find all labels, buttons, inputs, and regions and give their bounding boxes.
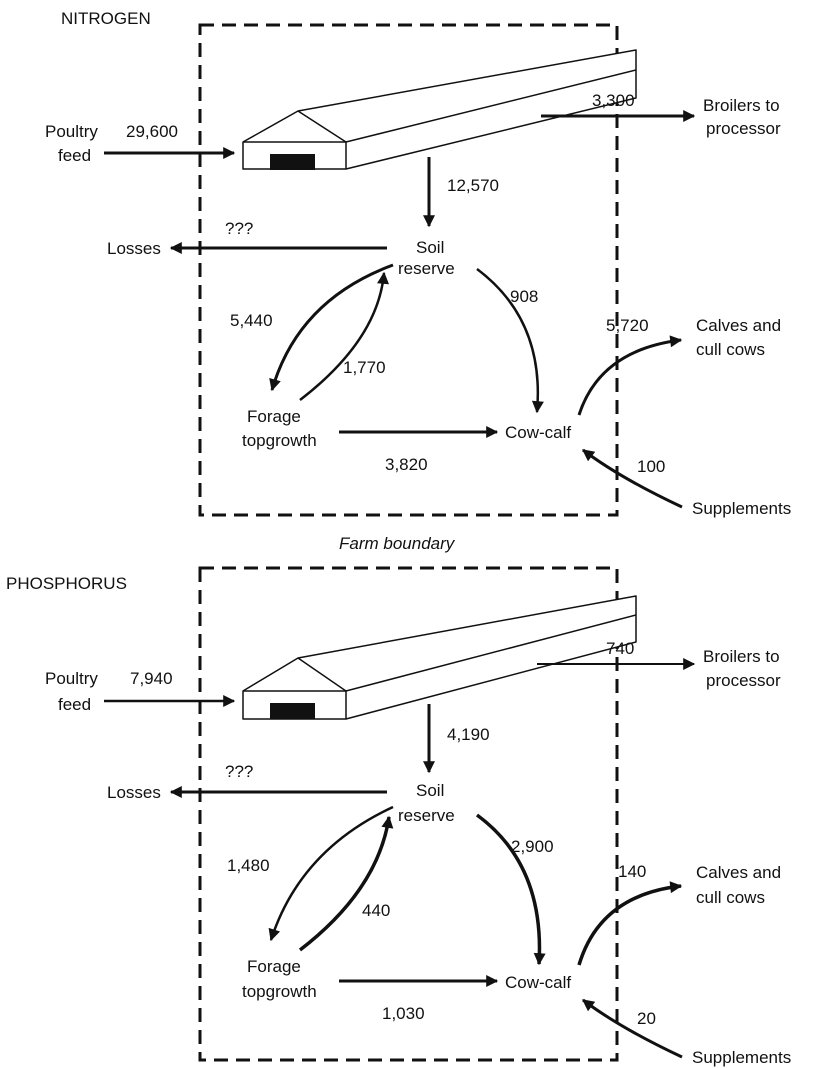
arrow-soil-to-forage xyxy=(268,805,394,942)
forage-label-line2: topgrowth xyxy=(242,982,317,1001)
calves-value: 140 xyxy=(618,862,646,881)
losses-label: Losses xyxy=(107,783,161,802)
broilers-label-line1: Broilers to xyxy=(703,96,780,115)
phosphorus-panel: PHOSPHORUS Poultry feed 7,940 740 Broile… xyxy=(6,566,791,1067)
soil-to-cowcalf-value: 2,900 xyxy=(511,837,554,856)
farm-boundary-box xyxy=(198,23,619,517)
forage-label-line1: Forage xyxy=(247,957,301,976)
broilers-value: 740 xyxy=(606,639,634,658)
cowcalf-label: Cow-calf xyxy=(505,423,571,442)
calves-label-line1: Calves and xyxy=(696,863,781,882)
arrow-forage-to-soil xyxy=(298,815,394,952)
poultry-feed-value: 29,600 xyxy=(126,122,178,141)
arrow-calves-out xyxy=(577,881,683,966)
poultry-feed-label-line2: feed xyxy=(58,146,91,165)
barn-door xyxy=(270,154,315,170)
poultry-feed-label-line1: Poultry xyxy=(45,669,98,688)
supplements-label: Supplements xyxy=(692,499,791,518)
arrow-calves-out xyxy=(577,335,683,416)
nitrogen-panel: NITROGEN Poultry feed 29,600 3,300 Broil… xyxy=(45,9,791,518)
poultry-feed-label-line2: feed xyxy=(58,695,91,714)
losses-value: ??? xyxy=(225,219,253,238)
broilers-label-line2: processor xyxy=(706,671,781,690)
soil-to-forage-value: 1,480 xyxy=(227,856,270,875)
poultry-feed-value: 7,940 xyxy=(130,669,173,688)
forage-to-soil-value: 440 xyxy=(362,901,390,920)
soil-reserve-label-line2: reserve xyxy=(398,259,455,278)
calves-label-line2: cull cows xyxy=(696,888,765,907)
poultry-barn-icon xyxy=(242,595,637,720)
soil-to-cowcalf-value: 908 xyxy=(510,287,538,306)
supplements-value: 100 xyxy=(637,457,665,476)
arrow-supplements-in xyxy=(582,448,683,509)
broilers-label-line2: processor xyxy=(706,119,781,138)
soil-to-forage-value: 5,440 xyxy=(230,311,273,330)
poultry-feed-label-line1: Poultry xyxy=(45,122,98,141)
arrow-forage-to-soil xyxy=(299,271,390,401)
forage-to-soil-value: 1,770 xyxy=(343,358,386,377)
nitrogen-heading: NITROGEN xyxy=(61,9,151,28)
losses-value: ??? xyxy=(225,762,253,781)
soil-reserve-label-line2: reserve xyxy=(398,806,455,825)
broilers-value: 3,300 xyxy=(592,91,635,110)
forage-to-cowcalf-value: 3,820 xyxy=(385,455,428,474)
calves-value: 5,720 xyxy=(606,316,649,335)
supplements-value: 20 xyxy=(637,1009,656,1028)
calves-label-line2: cull cows xyxy=(696,340,765,359)
supplements-label: Supplements xyxy=(692,1048,791,1067)
barn-to-soil-value: 12,570 xyxy=(447,176,499,195)
forage-label-line2: topgrowth xyxy=(242,431,317,450)
cowcalf-label: Cow-calf xyxy=(505,973,571,992)
broilers-label-line1: Broilers to xyxy=(703,647,780,666)
calves-label-line1: Calves and xyxy=(696,316,781,335)
losses-label: Losses xyxy=(107,239,161,258)
soil-reserve-label-line1: Soil xyxy=(416,781,444,800)
soil-reserve-label-line1: Soil xyxy=(416,238,444,257)
farm-boundary-box xyxy=(198,566,619,1062)
barn-to-soil-value: 4,190 xyxy=(447,725,490,744)
arrow-soil-to-forage xyxy=(269,263,394,392)
barn-door xyxy=(270,703,315,719)
arrow-soil-to-cowcalf xyxy=(475,813,546,966)
arrow-soil-to-cowcalf xyxy=(476,268,544,414)
forage-to-cowcalf-value: 1,030 xyxy=(382,1004,425,1023)
phosphorus-heading: PHOSPHORUS xyxy=(6,574,127,593)
poultry-barn-icon xyxy=(242,49,637,170)
arrow-supplements-in xyxy=(582,998,683,1059)
forage-label-line1: Forage xyxy=(247,407,301,426)
farm-boundary-label: Farm boundary xyxy=(339,534,456,553)
